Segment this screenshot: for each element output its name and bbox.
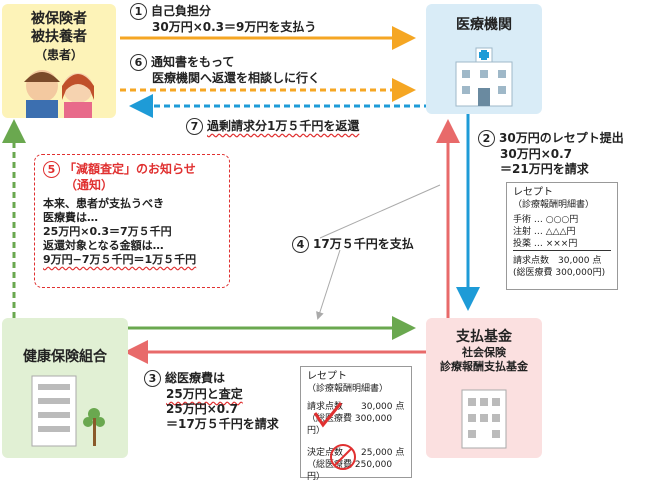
notice-heading: 5「減額査定」のお知らせ （通知） (35, 155, 229, 193)
union-node[interactable]: 健康保険組合 (2, 318, 128, 458)
receipt-assessed: レセプト （診療報酬明細書） 請求点数 30,000 点 （総医療費 300,0… (300, 366, 412, 482)
step4-number: 4 (292, 236, 309, 253)
step2-number: 2 (478, 130, 495, 147)
arrow-step4b (316, 249, 341, 320)
hospital-building-icon (455, 47, 513, 107)
step5-number: 5 (43, 161, 60, 178)
patient-family-icon (24, 70, 94, 118)
receipt-submitted: レセプト （診療報酬明細書） 手術 … ○○○円 注射 … △△△円 投薬 … … (506, 182, 618, 290)
fund-node[interactable]: 支払基金 社会保険 診療報酬支払基金 (426, 318, 542, 458)
patient-title: 被保険者 被扶養者 （患者） (31, 11, 87, 62)
hospital-node[interactable]: 医療機関 (426, 4, 542, 114)
step3-number: 3 (144, 370, 161, 387)
fund-building-icon (461, 389, 507, 449)
step7-number: 7 (186, 118, 203, 135)
arrow-step4a (319, 184, 441, 239)
reduction-notice: 5「減額査定」のお知らせ （通知） 本来、患者が支払うべき 医療費は… 25万円… (34, 154, 230, 288)
fund-subtitle: 社会保険 診療報酬支払基金 (440, 346, 528, 373)
union-title: 健康保険組合 (23, 349, 107, 365)
patient-node[interactable]: 被保険者 被扶養者 （患者） (2, 4, 116, 118)
union-building-icon (31, 375, 105, 447)
step6-number: 6 (130, 54, 147, 71)
fund-title: 支払基金 (456, 329, 512, 345)
check-mark-icon (313, 402, 356, 470)
step1-number: 1 (130, 3, 147, 20)
hospital-title: 医療機関 (456, 17, 512, 33)
notice-body: 本来、患者が支払うべき 医療費は… 25万円×0.3＝7万５千円 返還対象となる… (43, 197, 197, 266)
